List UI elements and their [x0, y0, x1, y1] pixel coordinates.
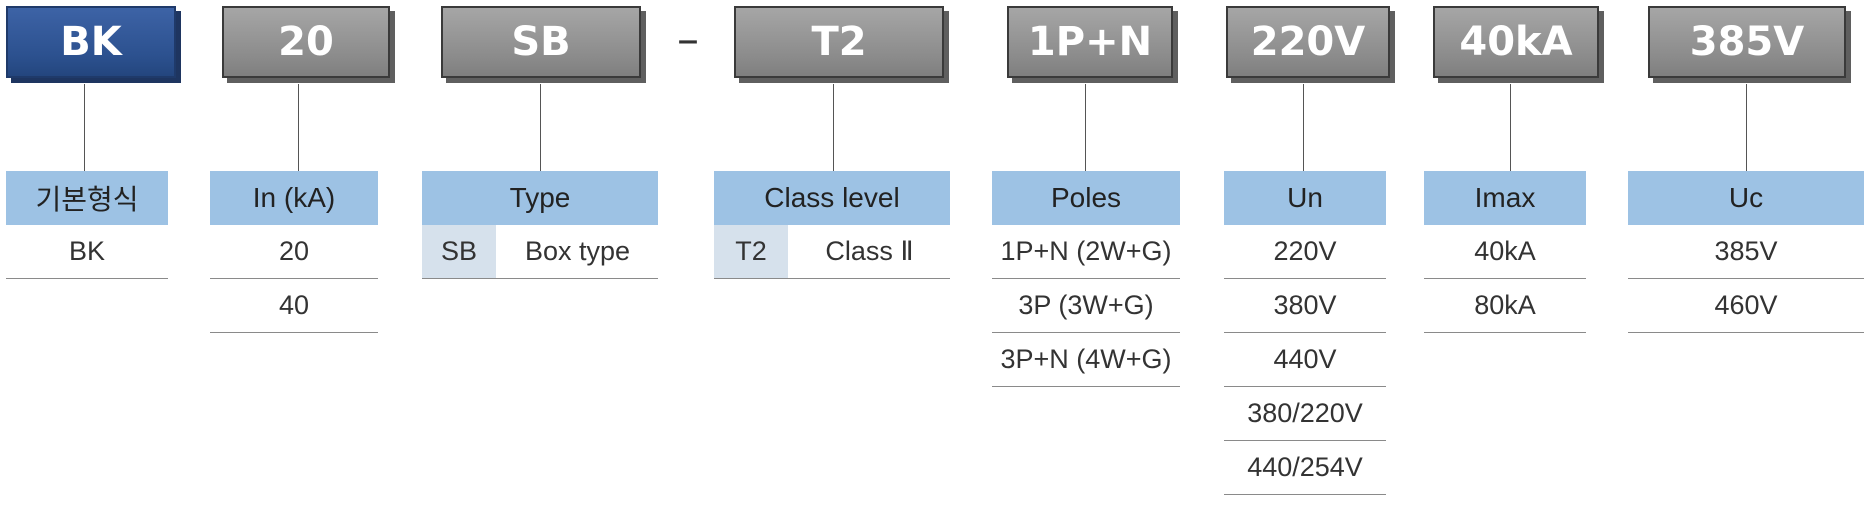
table-row: 40	[210, 279, 378, 333]
code-box-poles: 1P+N	[1007, 6, 1173, 78]
connector-line	[1746, 84, 1747, 172]
code-box-label: 1P+N	[1027, 19, 1153, 65]
table-row: 1P+N (2W+G)	[992, 225, 1180, 279]
connector-line	[84, 84, 85, 172]
code-box-un: 220V	[1226, 6, 1390, 78]
code-box-label: SB	[511, 19, 571, 65]
connector-line	[1510, 84, 1511, 172]
table-row: T2 Class Ⅱ	[714, 225, 950, 279]
code-box-class: T2	[734, 6, 944, 78]
connector-line	[1085, 84, 1086, 172]
table-row: 380V	[1224, 279, 1386, 333]
connector-line	[298, 84, 299, 172]
code-box-label: BK	[60, 19, 122, 65]
table-row: 20	[210, 225, 378, 279]
header-class-level: Class level	[714, 171, 950, 225]
code-box-label: 20	[278, 19, 334, 65]
row-code: T2	[714, 225, 789, 278]
header-uc: Uc	[1628, 171, 1864, 225]
header-basic-type: 기본형식	[6, 171, 168, 225]
code-box-bk: BK	[6, 6, 176, 78]
table-row: SB Box type	[422, 225, 658, 279]
code-box-label: T2	[811, 19, 867, 65]
table-row: 80kA	[1424, 279, 1586, 333]
connector-line	[540, 84, 541, 172]
table-row: 460V	[1628, 279, 1864, 333]
table-row: 220V	[1224, 225, 1386, 279]
header-type: Type	[422, 171, 658, 225]
row-description: Box type	[524, 236, 631, 266]
table-row: 440V	[1224, 333, 1386, 387]
code-box-label: 385V	[1689, 19, 1805, 65]
header-imax: Imax	[1424, 171, 1586, 225]
row-code: SB	[422, 225, 497, 278]
table-row: 40kA	[1424, 225, 1586, 279]
code-box-type: SB	[441, 6, 641, 78]
code-box-imax: 40kA	[1433, 6, 1599, 78]
table-row: 3P+N (4W+G)	[992, 333, 1180, 387]
row-description: Class Ⅱ	[825, 236, 914, 266]
table-row: 440/254V	[1224, 441, 1386, 495]
separator-dash: –	[677, 14, 699, 65]
table-row: 3P (3W+G)	[992, 279, 1180, 333]
table-row: BK	[6, 225, 168, 279]
connector-line	[1303, 84, 1304, 172]
code-box-label: 220V	[1250, 19, 1366, 65]
code-box-uc: 385V	[1648, 6, 1846, 78]
code-box-in: 20	[222, 6, 390, 78]
header-poles: Poles	[992, 171, 1180, 225]
header-un: Un	[1224, 171, 1386, 225]
header-in: In (kA)	[210, 171, 378, 225]
code-box-label: 40kA	[1459, 19, 1573, 65]
table-row: 385V	[1628, 225, 1864, 279]
connector-line	[833, 84, 834, 172]
table-row: 380/220V	[1224, 387, 1386, 441]
